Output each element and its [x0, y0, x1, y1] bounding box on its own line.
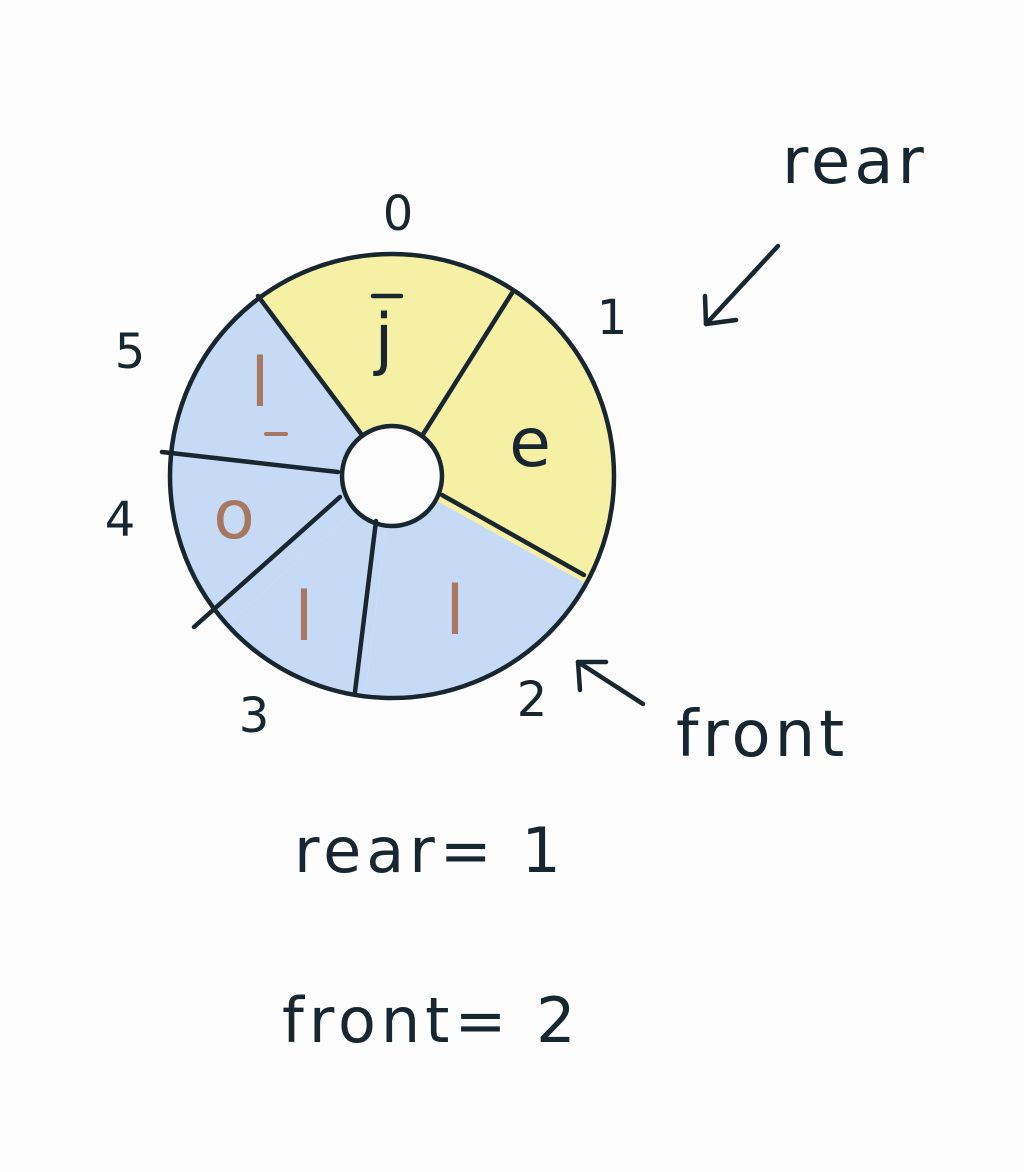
hub-circle — [339, 423, 445, 529]
rear-equation: rear= 1 — [294, 814, 566, 887]
slot-value-3: l — [295, 578, 314, 657]
slot-index-0: 0 — [383, 186, 414, 242]
divider-line — [159, 449, 341, 475]
slot-value-5: l — [251, 344, 270, 423]
slot-dividers — [159, 290, 587, 695]
divider-line — [439, 492, 587, 578]
slot-index-4: 4 — [105, 492, 136, 548]
slot-index-1: 1 — [597, 290, 628, 346]
outer-ring — [167, 251, 617, 701]
front-equation: front= 2 — [282, 984, 581, 1057]
slot-highlight-5 — [171, 298, 362, 471]
slot-highlight-0 — [258, 254, 510, 437]
divider-line — [419, 290, 515, 439]
slot-index-2: 2 — [517, 672, 548, 728]
slot-value-1: e — [509, 404, 551, 483]
divider-line — [255, 293, 365, 438]
slot-value-0: j — [373, 300, 394, 379]
slot-highlight-4 — [170, 452, 355, 625]
slot-index-5: 5 — [115, 324, 146, 380]
rear-label: rear — [782, 125, 928, 199]
divider-line — [352, 518, 379, 695]
front-label: front — [676, 698, 848, 772]
slot-value-4: o — [213, 476, 255, 555]
slot-index-3: 3 — [239, 688, 270, 744]
slot-highlight-3 — [227, 509, 386, 697]
slot-value-2: l — [446, 572, 465, 651]
rear-arrow — [702, 243, 781, 327]
front-arrow — [575, 659, 646, 707]
divider-line — [191, 494, 343, 630]
